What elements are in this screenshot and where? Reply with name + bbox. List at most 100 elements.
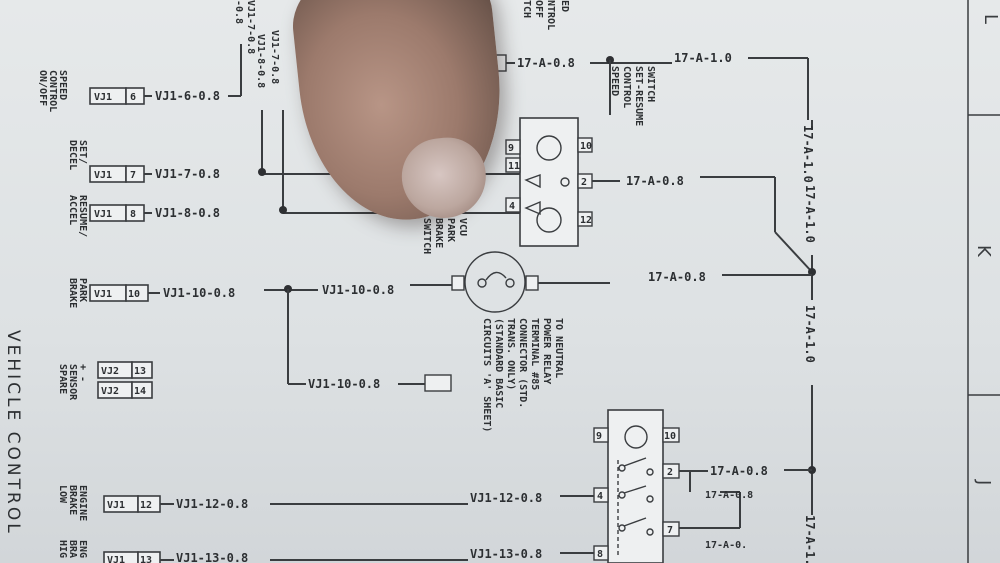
svg-text:12: 12 — [580, 215, 592, 226]
svg-text:7: 7 — [667, 525, 673, 536]
speed-control-switch: 10 9 11 2 4 12 SPEED CONTROL SET-RESUME … — [505, 66, 656, 247]
function-label: HIG — [57, 540, 68, 558]
wire-label: 17-A-0.8 — [517, 56, 575, 70]
wire-label: 17-A-1.0 — [674, 51, 732, 65]
wire-label: VJ1-13-0.8 — [470, 547, 542, 561]
sheet-label: VEHICLE CONTROL — [3, 330, 23, 536]
connector-vj2-13: VJ2 13 — [97, 361, 153, 379]
function-label: PARK — [77, 278, 88, 302]
wire-label: 17-A-0.8 — [626, 174, 684, 188]
svg-text:TRANS. ONLY): TRANS. ONLY) — [505, 318, 516, 390]
svg-text:NTROL: NTROL — [545, 0, 556, 30]
svg-text:VJ1: VJ1 — [94, 209, 112, 220]
switch-label: PARK — [445, 218, 456, 242]
wire-label: 17-A-0.8 — [648, 270, 706, 284]
function-label: RESUME/ — [77, 195, 88, 237]
function-label: + - — [77, 364, 88, 382]
connector-vj1-12: VJ1 12 VJ1-12-0.8 — [103, 495, 248, 513]
svg-text:4: 4 — [509, 201, 515, 212]
wire-label: 17-A-0. — [705, 540, 747, 551]
svg-text:13: 13 — [134, 366, 146, 377]
svg-text:VJ2: VJ2 — [101, 386, 119, 397]
svg-text:ED: ED — [559, 0, 570, 12]
svg-text:VJ1: VJ1 — [94, 92, 112, 103]
function-label: DECEL — [67, 140, 78, 170]
switch-label: SET-RESUME — [633, 66, 644, 126]
connector-blocks: VJ1 6 VJ1-6-0.8 VJ1 7 VJ1-7-0.8 VJ1 8 VJ… — [89, 87, 248, 563]
svg-text:2: 2 — [581, 177, 587, 188]
switch-label: SWITCH — [421, 218, 432, 254]
svg-text:CIRCUITS 'A' SHEET): CIRCUITS 'A' SHEET) — [481, 318, 492, 432]
svg-text:TO NEUTRAL: TO NEUTRAL — [553, 318, 564, 378]
grid-letter-l: L — [980, 14, 1000, 24]
svg-text:13: 13 — [140, 555, 152, 563]
function-label: SENSOR — [67, 364, 78, 401]
junction-dot — [258, 168, 266, 176]
connector-vj1-8: VJ1 8 VJ1-8-0.8 — [89, 204, 220, 222]
svg-text:10: 10 — [580, 141, 592, 152]
svg-text:10: 10 — [664, 431, 676, 442]
wire-label: VJ1-10-0.8 — [308, 377, 380, 391]
connector-vj1-13: VJ1 13 VJ1-13-0.8 — [103, 551, 248, 563]
switch-label: SPEED — [609, 66, 620, 96]
left-function-labels: SPEED CONTROL ON/OFF SET/ DECEL RESUME/ … — [37, 70, 88, 558]
svg-text:VJ1-7-0.8: VJ1-7-0.8 — [155, 167, 220, 181]
wire-label: 17-A-1.0 — [803, 305, 817, 363]
function-label: SPEED — [57, 70, 68, 100]
svg-text:POWER RELAY: POWER RELAY — [541, 318, 552, 384]
function-label: SPARE — [57, 364, 68, 394]
connector-vj2-14: VJ2 14 — [97, 381, 153, 399]
function-label: ENGINE — [77, 485, 88, 521]
svg-text:10: 10 — [128, 289, 140, 300]
svg-text:12: 12 — [140, 500, 152, 511]
switch-label: VCU — [457, 218, 468, 236]
wire-label: VJ1-10-0.8 — [322, 283, 394, 297]
svg-text:11: 11 — [508, 161, 520, 172]
svg-text:(STANDARD BASIC: (STANDARD BASIC — [493, 318, 504, 408]
connector-vj1-7: VJ1 7 VJ1-7-0.8 — [89, 165, 220, 183]
grid-letter-j: J — [973, 479, 994, 485]
svg-text:VJ1-7-0.8: VJ1-7-0.8 — [245, 0, 256, 54]
top-partial-wires: VJ1-7-0.8 VJ1-8-0.8 VJ1-7-0.8 -0.8 — [228, 0, 284, 213]
function-label: BRA — [67, 540, 78, 558]
grid-letter-k: K — [973, 245, 994, 258]
svg-text:8: 8 — [597, 549, 603, 560]
svg-text:VJ1-13-0.8: VJ1-13-0.8 — [176, 551, 248, 563]
function-label: SET/ — [77, 140, 88, 164]
function-label: ENG — [77, 540, 88, 558]
relay-terminal — [424, 374, 452, 392]
wire-label: VJ1-12-0.8 — [470, 491, 542, 505]
svg-text:VJ1: VJ1 — [107, 555, 125, 563]
svg-text:6: 6 — [130, 92, 136, 103]
wire-label: 17-A-0.8 — [710, 464, 768, 478]
switch-label: SWITCH — [645, 66, 656, 102]
svg-text:4: 4 — [597, 491, 603, 502]
svg-text:9: 9 — [596, 431, 602, 442]
svg-text:8: 8 — [130, 209, 136, 220]
svg-text:VJ2: VJ2 — [101, 366, 119, 377]
svg-text:9: 9 — [508, 143, 514, 154]
svg-text:TCH: TCH — [521, 0, 532, 18]
svg-text:VJ1-12-0.8: VJ1-12-0.8 — [176, 497, 248, 511]
function-label: BRAKE — [67, 485, 78, 515]
function-label: ON/OFF — [37, 70, 48, 106]
function-label: BRAKE — [67, 278, 78, 308]
wire-label: 17-A-1. — [803, 515, 817, 563]
wire-label: 17-A-1.0 — [801, 125, 815, 183]
svg-text:OFF: OFF — [533, 0, 544, 18]
svg-text:VJ1-8-0.8: VJ1-8-0.8 — [255, 34, 266, 88]
svg-text:2: 2 — [667, 467, 673, 478]
function-label: CONTROL — [47, 70, 58, 112]
svg-text:VJ1: VJ1 — [94, 170, 112, 181]
connector-vj1-6: VJ1 6 VJ1-6-0.8 — [89, 87, 220, 105]
svg-text:CONNECTOR (STD.: CONNECTOR (STD. — [517, 318, 528, 408]
function-label: ACCEL — [67, 195, 78, 225]
svg-text:VJ1-7-0.8: VJ1-7-0.8 — [269, 30, 280, 84]
connector-vj1-10: VJ1 10 VJ1-10-0.8 — [89, 284, 235, 302]
wire-label: 17-A-1.0 — [803, 185, 817, 243]
junction-dot — [279, 206, 287, 214]
switch-label: BRAKE — [433, 218, 444, 248]
relay-note: TO NEUTRAL POWER RELAY TERMINAL #85 CONN… — [481, 318, 564, 432]
